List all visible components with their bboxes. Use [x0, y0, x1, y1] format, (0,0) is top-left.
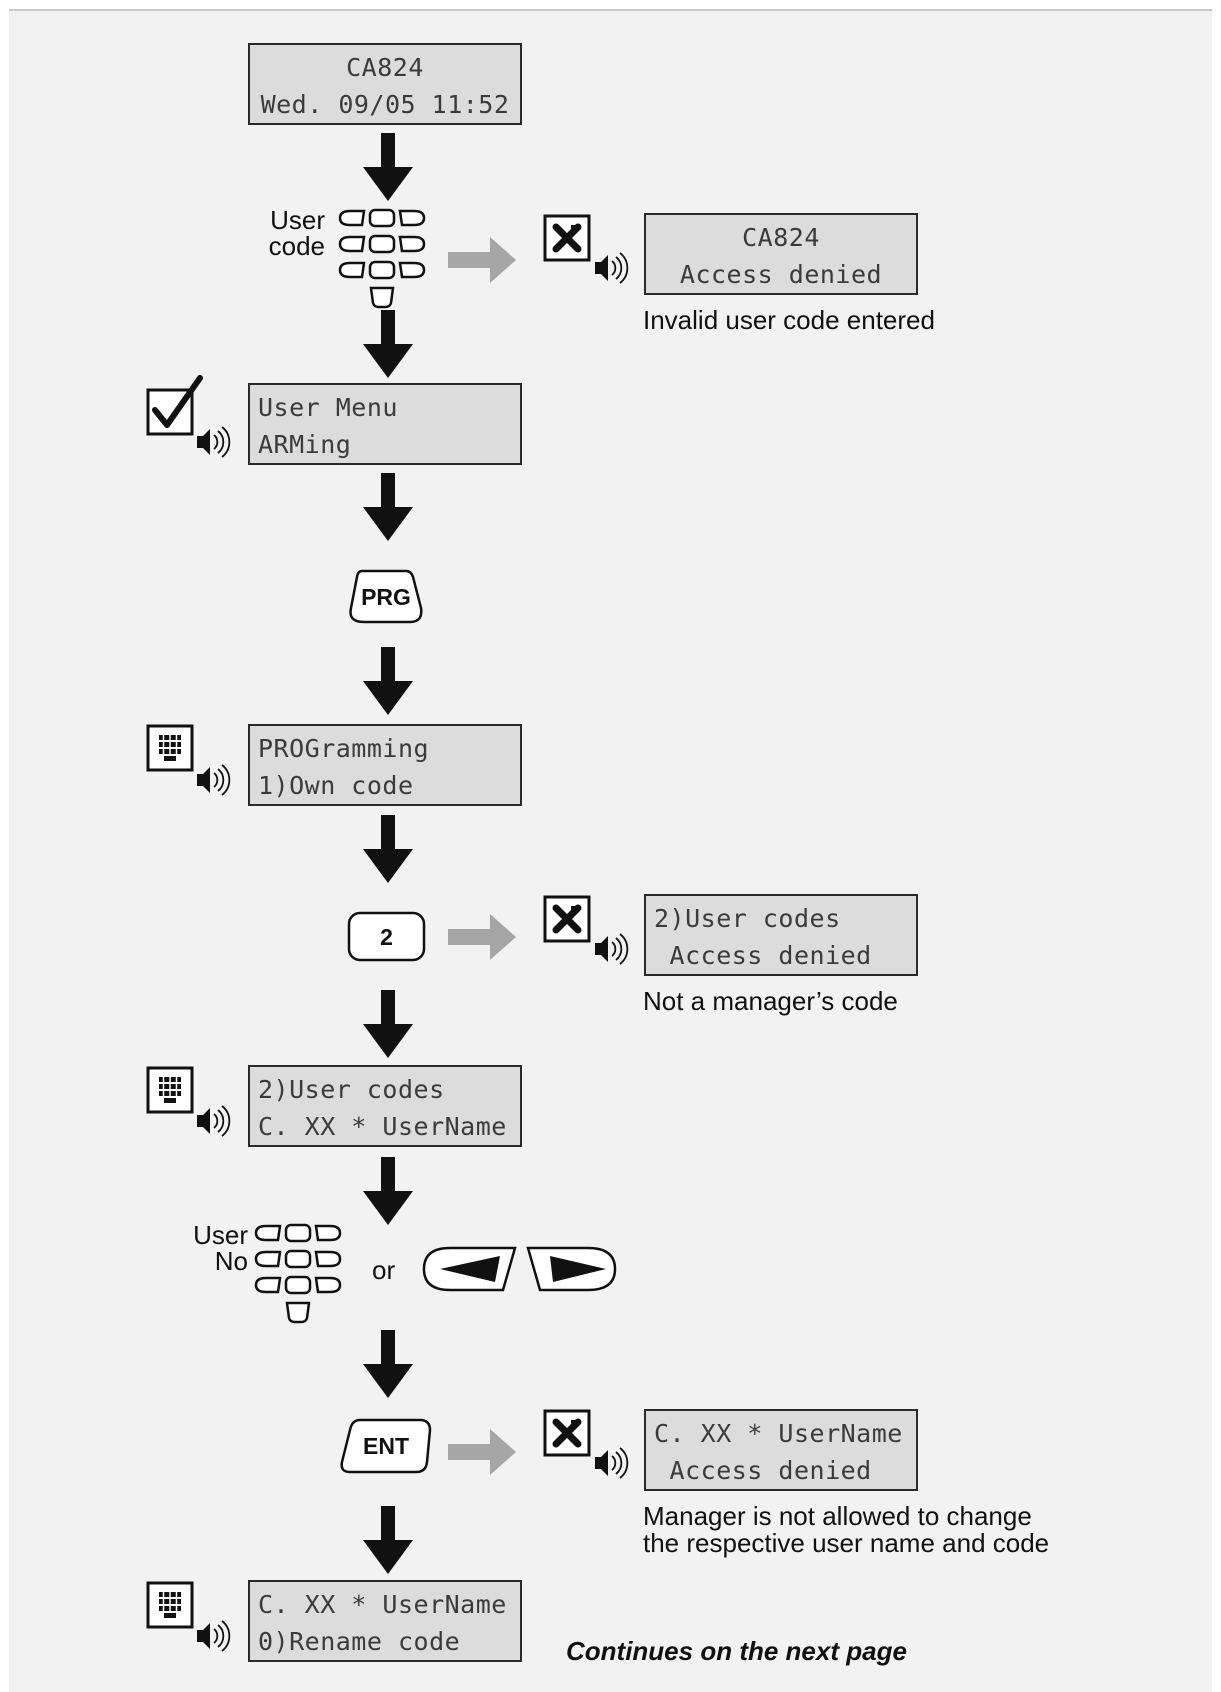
keyboard-icon	[146, 1066, 194, 1114]
down-arrow-icon	[363, 1330, 413, 1398]
lcd-user-menu: User Menu ARMing	[248, 383, 522, 465]
beep-speaker-icon	[594, 252, 629, 284]
right-arrow-icon	[448, 237, 516, 283]
lcd-rename-code: C. XX * UserName 0)Rename code	[248, 1580, 522, 1662]
right-arrow-icon	[448, 1429, 516, 1475]
down-arrow-icon	[363, 133, 413, 201]
beep-speaker-icon	[594, 933, 629, 965]
beep-speaker-icon	[594, 1447, 629, 1479]
digit-2-key-label: 2	[380, 924, 393, 950]
prg-key-label: PRG	[361, 584, 411, 610]
down-arrow-icon	[363, 1157, 413, 1225]
caption-manager-line1: Manager is not allowed to change	[643, 1501, 1032, 1531]
keyboard-icon	[146, 724, 194, 772]
beep-speaker-icon	[196, 1620, 231, 1652]
down-arrow-icon	[363, 310, 413, 378]
caption-not-manager: Not a manager’s code	[643, 986, 898, 1016]
down-arrow-icon	[363, 815, 413, 883]
beep-speaker-icon	[196, 426, 231, 458]
keypad-icon	[338, 208, 426, 309]
down-arrow-icon	[363, 1506, 413, 1574]
lcd-access-denied-invalid: CA824 Access denied	[644, 213, 918, 295]
manual-page	[9, 9, 1212, 1692]
scroll-right-key	[526, 1246, 617, 1292]
lcd-access-denied-manager: C. XX * UserName Access denied	[644, 1409, 918, 1491]
right-arrow-icon	[448, 914, 516, 960]
user-code-label-line2: code	[268, 231, 325, 261]
denied-x-icon	[545, 216, 589, 260]
down-arrow-icon	[363, 990, 413, 1058]
ent-key	[340, 1418, 432, 1474]
lcd-programming: PROGramming 1)Own code	[248, 724, 522, 806]
lcd-start: CA824 Wed. 09/05 11:52	[248, 43, 522, 125]
denied-x-icon	[545, 897, 589, 941]
user-no-label-line1: User	[193, 1220, 248, 1250]
lcd-user-codes: 2)User codes C. XX * UserName	[248, 1065, 522, 1147]
prg-key	[349, 569, 423, 624]
keypad-icon	[254, 1223, 342, 1324]
denied-x-icon	[545, 1411, 589, 1455]
continues-note: Continues on the next page	[566, 1636, 907, 1666]
or-label: or	[372, 1255, 396, 1285]
caption-manager-line2: the respective user name and code	[643, 1528, 1050, 1558]
lcd-access-denied-not-manager: 2)User codes Access denied	[644, 894, 918, 976]
caption-invalid-code: Invalid user code entered	[643, 305, 935, 335]
user-no-label-line2: No	[214, 1246, 248, 1276]
accepted-check-icon	[146, 375, 203, 436]
beep-speaker-icon	[196, 1105, 231, 1137]
down-arrow-icon	[363, 473, 413, 541]
ent-key-label: ENT	[363, 1433, 409, 1459]
beep-speaker-icon	[196, 764, 231, 796]
right-arrow-icon	[550, 1256, 606, 1282]
keyboard-icon	[146, 1581, 194, 1629]
user-code-label-line1: User	[270, 205, 325, 235]
digit-2-key	[347, 911, 426, 962]
down-arrow-icon	[363, 647, 413, 715]
left-arrow-icon	[440, 1256, 500, 1282]
scroll-left-key	[422, 1246, 517, 1292]
